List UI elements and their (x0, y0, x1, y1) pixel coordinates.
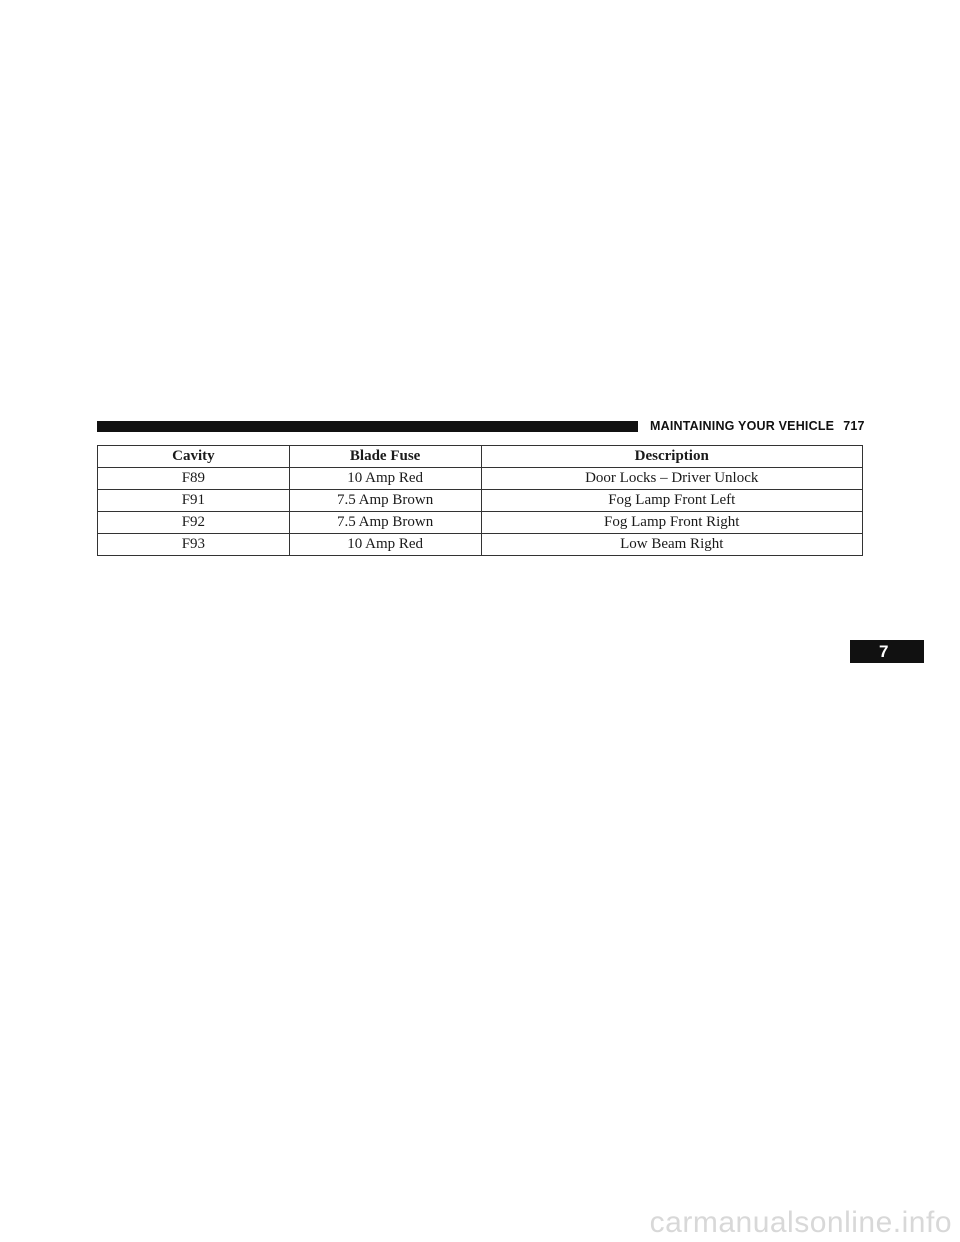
blade-fuse-cell: 7.5 Amp Brown (288, 489, 482, 512)
description-cell: Fog Lamp Front Left (480, 489, 863, 512)
cavity-cell: F93 (97, 533, 290, 556)
description-cell: Fog Lamp Front Right (480, 511, 863, 534)
column-header-blade-fuse: Blade Fuse (288, 445, 482, 468)
blade-fuse-cell: 7.5 Amp Brown (288, 511, 482, 534)
description-cell: Door Locks – Driver Unlock (480, 467, 863, 490)
table-row: F89 10 Amp Red Door Locks – Driver Unloc… (97, 467, 863, 490)
table-row: F91 7.5 Amp Brown Fog Lamp Front Left (97, 489, 863, 512)
blade-fuse-cell: 10 Amp Red (288, 533, 482, 556)
table-header-row: Cavity Blade Fuse Description (97, 445, 863, 468)
watermark: carmanualsonline.info (649, 1206, 952, 1239)
column-header-cavity: Cavity (97, 445, 290, 468)
column-header-description: Description (480, 445, 863, 468)
cavity-cell: F89 (97, 467, 290, 490)
running-header: MAINTAINING YOUR VEHICLE 717 (650, 419, 865, 433)
blade-fuse-cell: 10 Amp Red (288, 467, 482, 490)
cavity-cell: F92 (97, 511, 290, 534)
fuse-table: Cavity Blade Fuse Description F89 10 Amp… (97, 445, 863, 556)
section-title: MAINTAINING YOUR VEHICLE (650, 419, 835, 433)
chapter-tab: 7 (850, 640, 924, 663)
description-cell: Low Beam Right (480, 533, 863, 556)
header-rule (97, 421, 638, 432)
table-row: F93 10 Amp Red Low Beam Right (97, 533, 863, 556)
table-row: F92 7.5 Amp Brown Fog Lamp Front Right (97, 511, 863, 534)
page-number: 717 (843, 419, 865, 433)
cavity-cell: F91 (97, 489, 290, 512)
